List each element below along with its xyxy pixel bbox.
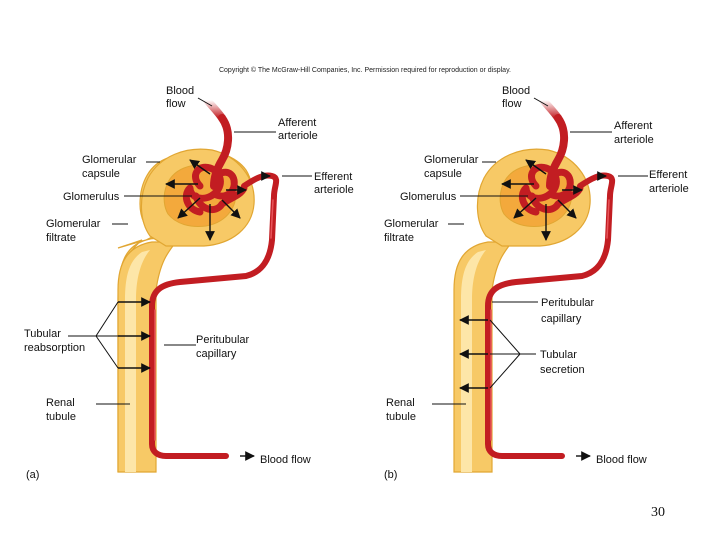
blood-vessels xyxy=(149,96,280,459)
filtration-arrows-b xyxy=(501,159,607,461)
copyright-notice: Copyright © The McGraw-Hill Companies, I… xyxy=(219,66,511,74)
label-blood-flow-out-b: Blood flow xyxy=(596,454,647,466)
filtration-arrows xyxy=(165,159,271,461)
reabsorption-arrows xyxy=(118,297,151,373)
secretion-arrows xyxy=(459,315,488,393)
blood-vessels-b xyxy=(485,96,616,459)
panel-b-tag: (b) xyxy=(384,469,397,481)
leader-lines-b xyxy=(432,97,648,405)
panel-a-tag: (a) xyxy=(26,469,39,481)
page-number: 30 xyxy=(651,505,665,520)
label-glomerulus-b: Glomerulus xyxy=(400,191,457,203)
label-glomerulus: Glomerulus xyxy=(63,191,120,203)
label-blood-flow-out: Blood flow xyxy=(260,454,311,466)
leader-lines-a xyxy=(68,97,312,405)
